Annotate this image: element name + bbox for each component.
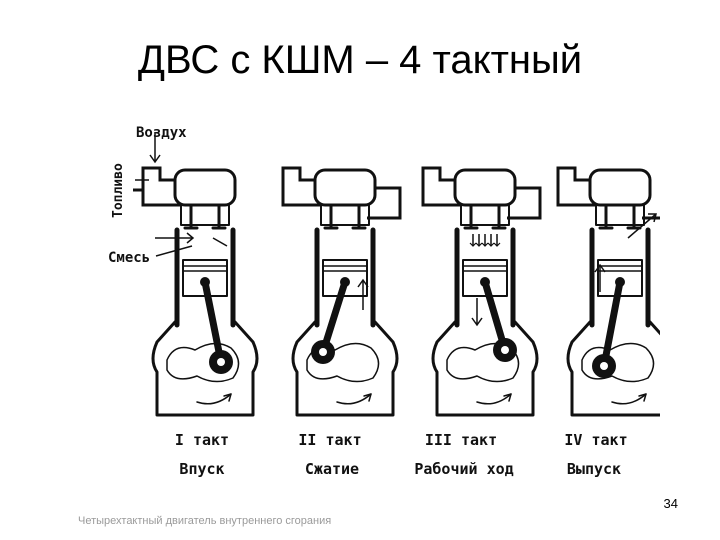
page-number: 34 <box>663 496 678 511</box>
stroke-2-name: Сжатие <box>305 460 359 478</box>
slide-title: ДВС с КШМ – 4 тактный <box>137 38 583 82</box>
mixture-label: Смесь <box>108 250 150 266</box>
air-label: Воздух <box>136 125 187 141</box>
footer-caption: Четырехтактный двигатель внутреннего сго… <box>78 515 332 527</box>
stroke-1-name: Впуск <box>179 460 224 478</box>
engine-cycle-diagram: Воздух Топливо Смесь I такт Впуск II так… <box>108 125 660 478</box>
stroke-1-number: I такт <box>175 431 229 449</box>
fuel-label: Топливо <box>111 163 126 218</box>
stroke-2-number: II такт <box>298 431 361 449</box>
stroke-4-number: IV такт <box>564 431 627 449</box>
stroke-3-number: III такт <box>425 431 497 449</box>
stroke-3-name: Рабочий ход <box>414 460 513 478</box>
stroke-4-name: Выпуск <box>567 460 621 478</box>
